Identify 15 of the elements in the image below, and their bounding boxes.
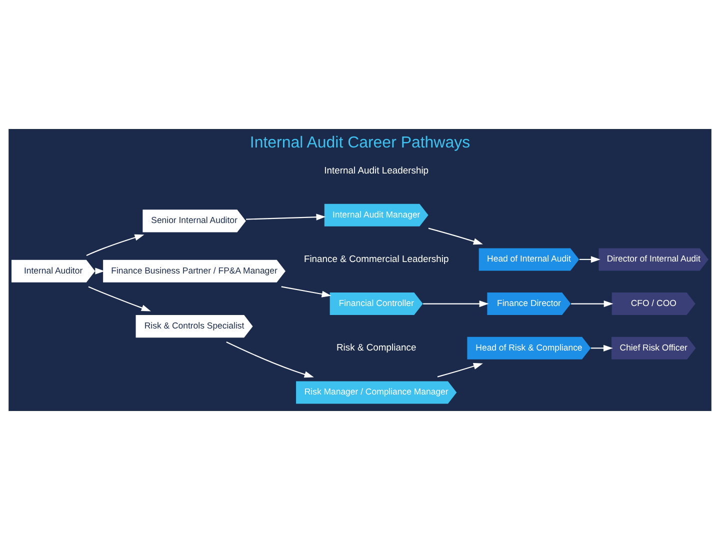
arrow: [88, 286, 151, 311]
arrow: [246, 213, 326, 220]
arrow: [226, 341, 314, 378]
diagram-title: Internal Audit Career Pathways: [250, 134, 470, 152]
arrow: [579, 256, 600, 262]
arrow: [590, 344, 613, 351]
label: Internal Audit Leadership: [324, 164, 429, 176]
arrow: [281, 286, 332, 297]
arrow: [428, 227, 483, 244]
arrow: [571, 300, 614, 307]
arrow: [86, 234, 144, 256]
arrow: [423, 300, 489, 307]
label: Risk & Compliance: [336, 342, 416, 354]
label: Finance & Commercial Leadership: [304, 253, 449, 264]
arrow: [437, 362, 483, 377]
